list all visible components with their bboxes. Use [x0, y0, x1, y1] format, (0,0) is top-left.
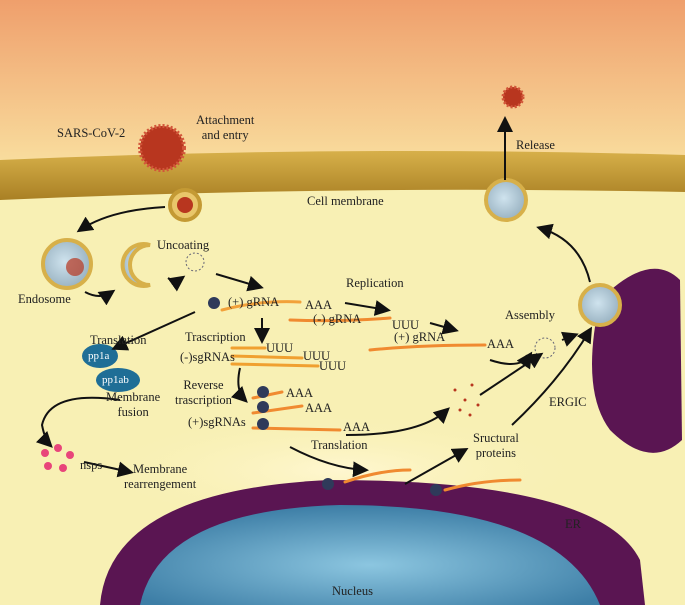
sars-cov-2-virion [140, 126, 184, 170]
pp1a-label: pp1a [88, 349, 109, 364]
uuu-label-3: UUU [319, 359, 346, 374]
reverse-line2: trascription [175, 393, 232, 408]
nucleus-label: Nucleus [332, 584, 373, 599]
membrane-rearrangement-label: Membranerearrengement [124, 462, 196, 492]
ergic-label: ERGIC [549, 395, 587, 410]
translation-label: Translation [90, 333, 147, 348]
cell-membrane-label: Cell membrane [307, 194, 384, 209]
positive-grna-label-2: (+) gRNA [394, 330, 445, 345]
released-virion [503, 87, 523, 107]
attachment-line2: and entry [196, 128, 254, 143]
rearrangement-line1: Membrane [124, 462, 196, 477]
uncoating-label: Uncoating [157, 238, 209, 253]
reverse-line1: Reverse [175, 378, 232, 393]
virus-label: SARS-CoV-2 [57, 126, 125, 141]
positive-sgrnas-label: (+)sgRNAs [188, 415, 246, 430]
membrane-fusion-line2: fusion [106, 405, 160, 420]
er-label: ER [565, 517, 581, 532]
assembly-label: Assembly [505, 308, 555, 323]
attachment-label: Attachmentand entry [196, 113, 254, 143]
reverse-transcription-label: Reversetrascription [175, 378, 232, 408]
positive-grna-label: (+) gRNA [228, 295, 279, 310]
translation-label-2: Translation [311, 438, 368, 453]
aaa-label-s3: AAA [343, 420, 370, 435]
release-label: Release [516, 138, 555, 153]
structural-proteins-label: Sructuralproteins [473, 431, 519, 461]
transcription-label: Trascription [185, 330, 246, 345]
aaa-label: AAA [305, 298, 332, 313]
uuu-label-1: UUU [266, 341, 293, 356]
rearrangement-line2: rearrengement [124, 477, 196, 492]
endosome-label: Endosome [18, 292, 71, 307]
aaa-label-s2: AAA [305, 401, 332, 416]
structural-line2: proteins [473, 446, 519, 461]
structural-line1: Sructural [473, 431, 519, 446]
pp1ab-label: pp1ab [102, 373, 129, 388]
membrane-fusion-label: Membranefusion [106, 390, 160, 420]
aaa-label-s1: AAA [286, 386, 313, 401]
negative-sgrnas-label: (-)sgRNAs [180, 350, 235, 365]
negative-grna-label: (-) gRNA [313, 312, 361, 327]
attachment-line1: Attachment [196, 113, 254, 128]
aaa-label-2: AAA [487, 337, 514, 352]
membrane-fusion-line1: Membrane [106, 390, 160, 405]
nsps-label: nsps [80, 458, 102, 473]
replication-label: Replication [346, 276, 404, 291]
